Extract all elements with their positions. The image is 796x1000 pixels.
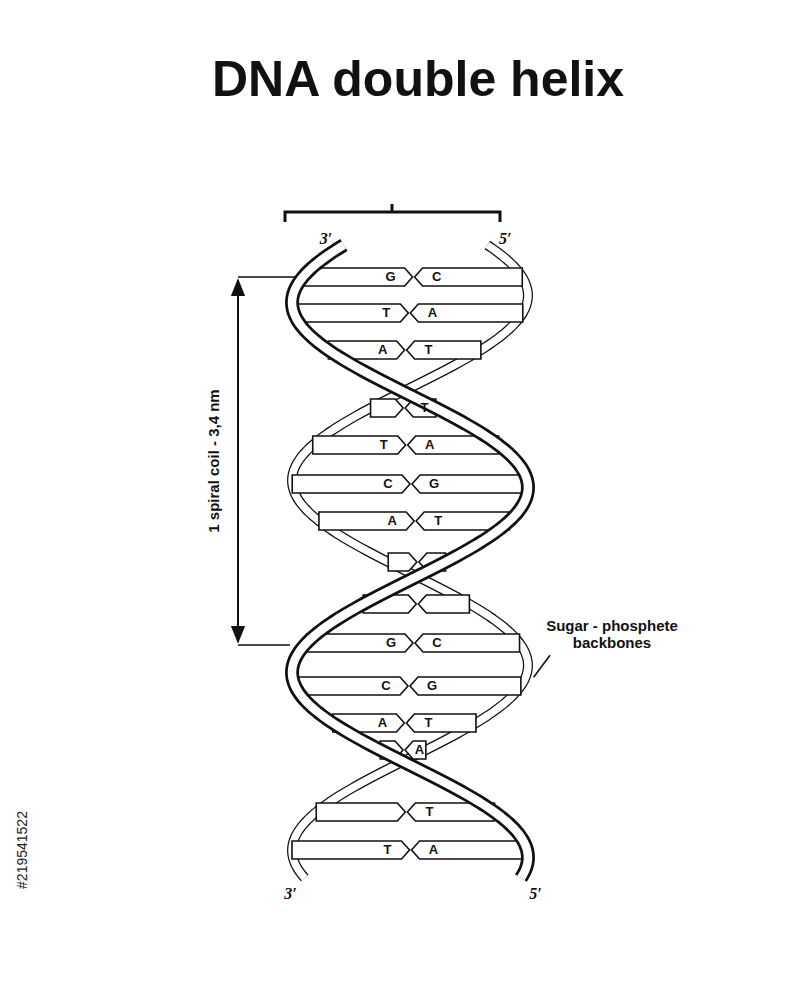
base-pair	[316, 803, 494, 821]
base-pair	[319, 512, 510, 530]
base-letter: T	[380, 438, 388, 453]
base-letter: G	[386, 636, 396, 651]
base-pair	[294, 304, 523, 322]
base-pair	[313, 436, 499, 454]
base-left	[319, 512, 414, 530]
base-letter: A	[428, 306, 437, 321]
base-left	[316, 803, 405, 821]
backbone-strand-fill	[292, 245, 528, 878]
base-letter: C	[383, 477, 392, 492]
base-right	[415, 634, 520, 652]
base-pair	[292, 841, 527, 859]
base-letter: A	[378, 716, 387, 731]
base-right	[410, 304, 522, 322]
leader-line	[534, 655, 550, 677]
strand-end-label: 5′	[499, 230, 512, 248]
base-right	[407, 341, 481, 359]
base-letter: A	[429, 843, 438, 858]
base-right	[410, 677, 521, 695]
base-letter: C	[432, 270, 441, 285]
base-left	[313, 436, 406, 454]
base-letter: C	[432, 636, 441, 651]
base-pair	[303, 268, 522, 286]
base-right	[412, 841, 528, 859]
base-left	[388, 553, 417, 571]
base-right	[406, 714, 476, 732]
base-letter: T	[384, 843, 392, 858]
base-letter: A	[387, 514, 396, 529]
base-letter: G	[427, 679, 437, 694]
base-left	[371, 399, 404, 417]
base-left	[294, 304, 408, 322]
strand-end-label: 3′	[284, 885, 297, 903]
backbone-strand	[292, 245, 528, 878]
base-letter: T	[421, 401, 429, 416]
dimension-tick	[238, 276, 300, 278]
base-pair	[306, 634, 519, 652]
base-left	[295, 677, 408, 695]
base-pair	[371, 399, 436, 417]
dimension-label: 1 spiral coil - 3,4 nm	[205, 389, 222, 532]
strand-end-label: 3′	[320, 230, 333, 248]
base-right	[418, 595, 469, 613]
base-letter: A	[415, 743, 424, 758]
base-left	[292, 475, 410, 493]
base-left	[303, 268, 413, 286]
title: DNA double helix	[212, 51, 624, 109]
base-pair	[292, 475, 528, 493]
base-letter: A	[425, 438, 434, 453]
base-letter: A	[378, 343, 387, 358]
base-letter: G	[429, 477, 439, 492]
dimension-tick	[238, 644, 290, 646]
base-right	[415, 268, 523, 286]
bracket	[285, 204, 500, 222]
base-letter: T	[425, 805, 433, 820]
base-letter: T	[434, 514, 442, 529]
dimension-line	[237, 280, 239, 642]
base-letter: T	[424, 716, 432, 731]
backbone-strand-fill	[292, 245, 528, 878]
base-letter: T	[425, 343, 433, 358]
base-right	[412, 475, 528, 493]
base-letter: C	[381, 679, 390, 694]
base-pair	[295, 677, 521, 695]
base-left	[292, 841, 410, 859]
callout-label: Sugar - phosphete backbones	[532, 617, 692, 652]
backbone-strand	[292, 245, 528, 878]
base-letter: G	[386, 270, 396, 285]
base-letter: T	[382, 306, 390, 321]
watermark: #219541522	[14, 811, 30, 889]
strand-end-label: 5′	[529, 885, 542, 903]
